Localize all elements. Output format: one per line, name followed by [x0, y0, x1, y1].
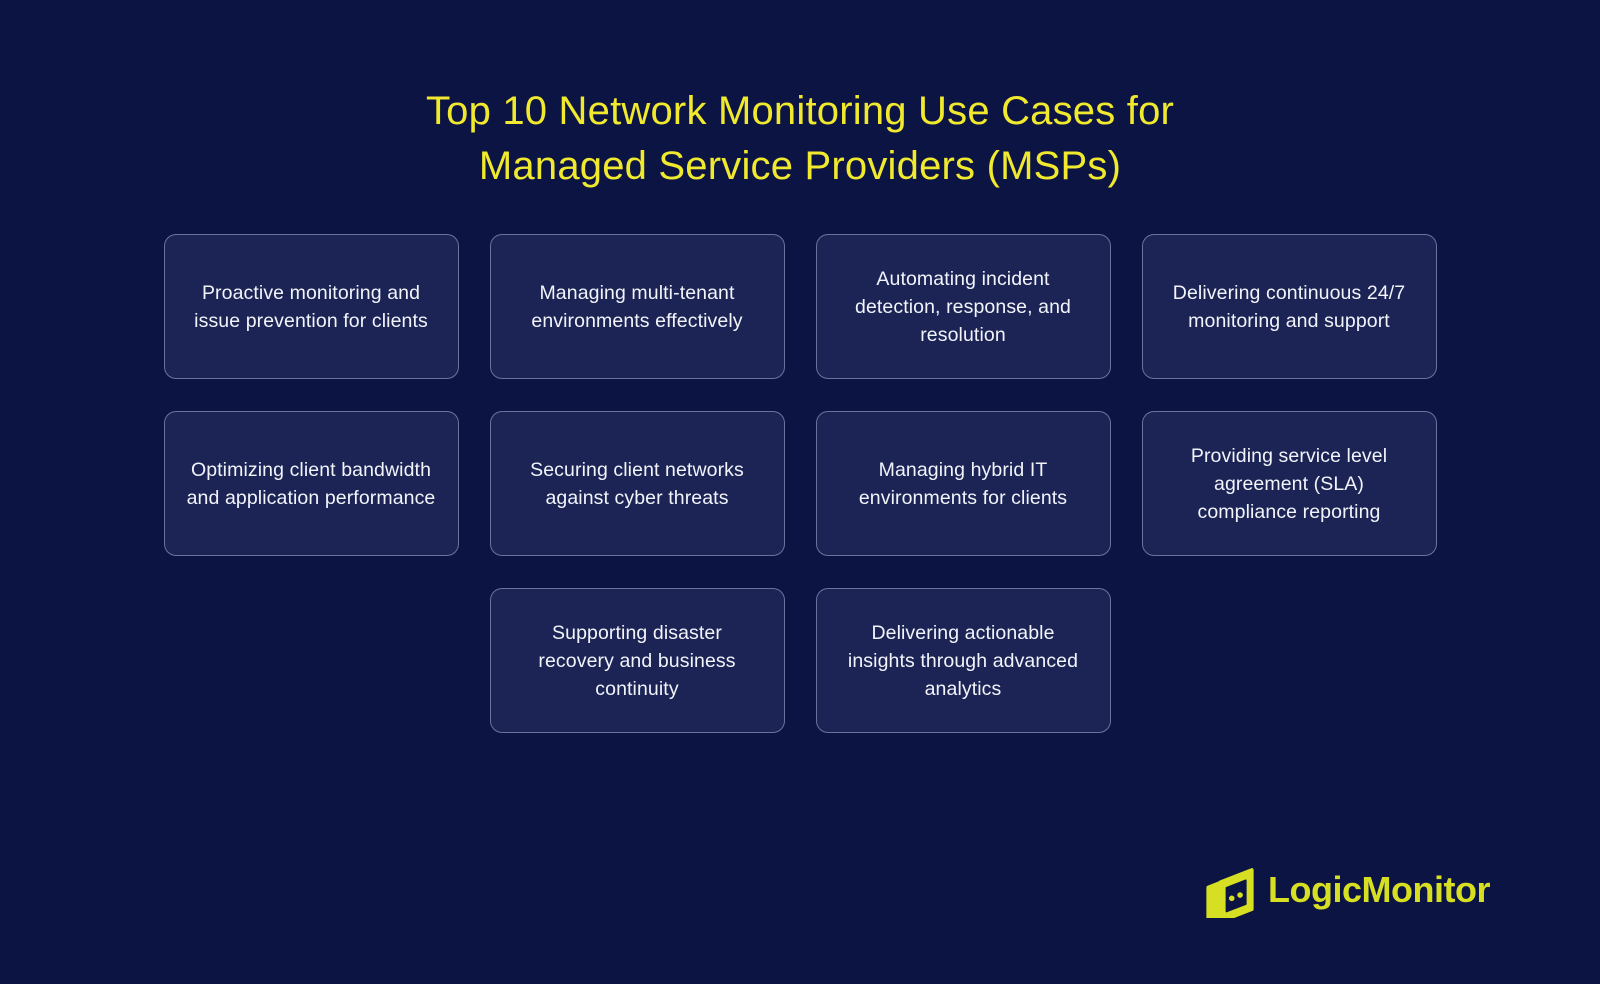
infographic-canvas: Top 10 Network Monitoring Use Cases for … [0, 84, 1600, 984]
use-case-card-bandwidth-optimization: Optimizing client bandwidth and applicat… [163, 411, 459, 556]
grid-row-2: Optimizing client bandwidth and applicat… [163, 411, 1437, 556]
use-case-card-incident-automation: Automating incident detection, response,… [815, 234, 1111, 379]
card-label: Managing multi-tenant environments effec… [531, 281, 743, 332]
page-title-line2: Managed Service Providers (MSPs) [478, 144, 1122, 188]
card-label: Optimizing client bandwidth and applicat… [186, 458, 436, 509]
page-title: Top 10 Network Monitoring Use Cases for … [0, 84, 1600, 194]
card-label: Securing client networks against cyber t… [530, 458, 744, 509]
card-label: Supporting disaster recovery and busines… [538, 621, 736, 700]
card-label: Automating incident detection, response,… [855, 267, 1071, 346]
logicmonitor-logo: LogicMonitor [1202, 862, 1490, 918]
card-label: Managing hybrid IT environments for clie… [858, 458, 1068, 509]
use-case-grid: Proactive monitoring and issue preventio… [163, 234, 1437, 733]
logicmonitor-wordmark: LogicMonitor [1268, 869, 1490, 910]
use-case-card-advanced-analytics: Delivering actionable insights through a… [815, 588, 1111, 733]
use-case-card-proactive-monitoring: Proactive monitoring and issue preventio… [163, 234, 459, 379]
use-case-card-multi-tenant: Managing multi-tenant environments effec… [489, 234, 785, 379]
logicmonitor-mark-icon [1206, 868, 1254, 918]
use-case-card-network-security: Securing client networks against cyber t… [489, 411, 785, 556]
card-label: Delivering continuous 24/7 monitoring an… [1172, 281, 1406, 332]
use-case-card-24-7-monitoring: Delivering continuous 24/7 monitoring an… [1141, 234, 1437, 379]
card-label: Delivering actionable insights through a… [847, 621, 1079, 700]
use-case-card-hybrid-it: Managing hybrid IT environments for clie… [815, 411, 1111, 556]
use-case-card-disaster-recovery: Supporting disaster recovery and busines… [489, 588, 785, 733]
use-case-card-sla-compliance: Providing service level agreement (SLA) … [1141, 411, 1437, 556]
grid-row-3: Supporting disaster recovery and busines… [163, 588, 1437, 733]
page-title-line1: Top 10 Network Monitoring Use Cases for [425, 89, 1175, 133]
grid-row-1: Proactive monitoring and issue preventio… [163, 234, 1437, 379]
card-label: Providing service level agreement (SLA) … [1190, 444, 1388, 523]
card-label: Proactive monitoring and issue preventio… [194, 281, 428, 332]
